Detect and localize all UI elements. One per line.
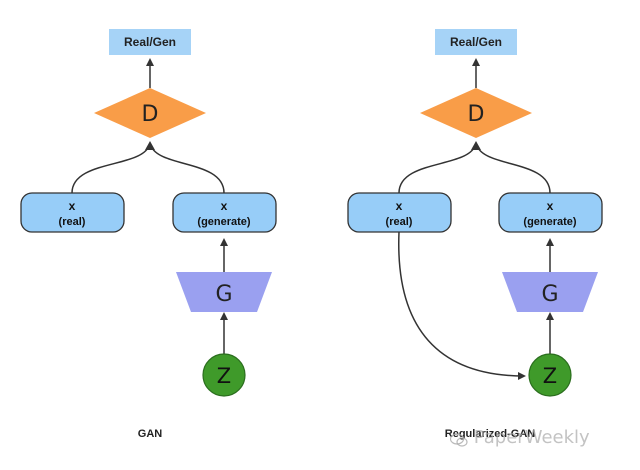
watermark-text: PaperWeekly	[473, 427, 590, 448]
generator-trapezoid	[502, 272, 598, 312]
generated-node-symbol: x	[221, 199, 228, 213]
latent-node	[202, 353, 246, 397]
discriminator-label: D	[468, 102, 485, 127]
output-box	[109, 29, 191, 55]
generator-label: G	[541, 282, 558, 307]
regularized-gan-diagram: Real/Gen D x (real) x (generate) G Z	[347, 29, 603, 397]
edge-generate-to-d	[150, 145, 225, 194]
edge-merge-arrowhead	[145, 141, 155, 150]
output-box	[435, 29, 517, 55]
latent-label: Z	[543, 364, 557, 388]
generated-node	[498, 192, 603, 233]
real-node-symbol: x	[69, 199, 76, 213]
real-node-label: (real)	[386, 216, 413, 228]
latent-label: Z	[217, 364, 231, 388]
real-node-symbol: x	[396, 199, 403, 213]
edge-merge-arrowhead	[471, 141, 481, 150]
edge-generate-to-d	[476, 145, 551, 194]
generated-node-label: (generate)	[523, 216, 577, 228]
discriminator-label: D	[142, 102, 159, 127]
generator-trapezoid	[176, 272, 272, 312]
generated-node-label: (generate)	[197, 216, 251, 228]
edge-real-to-z	[398, 231, 526, 380]
gan-diagram: Real/Gen D x (real) x (generate) G Z	[20, 29, 277, 397]
regularized-gan-caption: Regularized-GAN	[444, 428, 536, 440]
watermark: PaperWeekly	[449, 427, 590, 448]
output-label: Real/Gen	[450, 35, 502, 49]
wechat-icon	[449, 431, 468, 447]
latent-node	[528, 353, 572, 397]
generated-node	[172, 192, 277, 233]
edge-real-to-d	[398, 145, 476, 194]
edge-real-to-d	[71, 145, 150, 194]
real-node	[347, 192, 452, 233]
real-node	[20, 192, 125, 233]
discriminator-diamond	[94, 88, 206, 138]
generator-label: G	[215, 282, 232, 307]
output-label: Real/Gen	[124, 35, 176, 49]
generated-node-symbol: x	[547, 199, 554, 213]
real-node-label: (real)	[59, 216, 86, 228]
discriminator-diamond	[420, 88, 532, 138]
gan-caption: GAN	[137, 428, 163, 440]
